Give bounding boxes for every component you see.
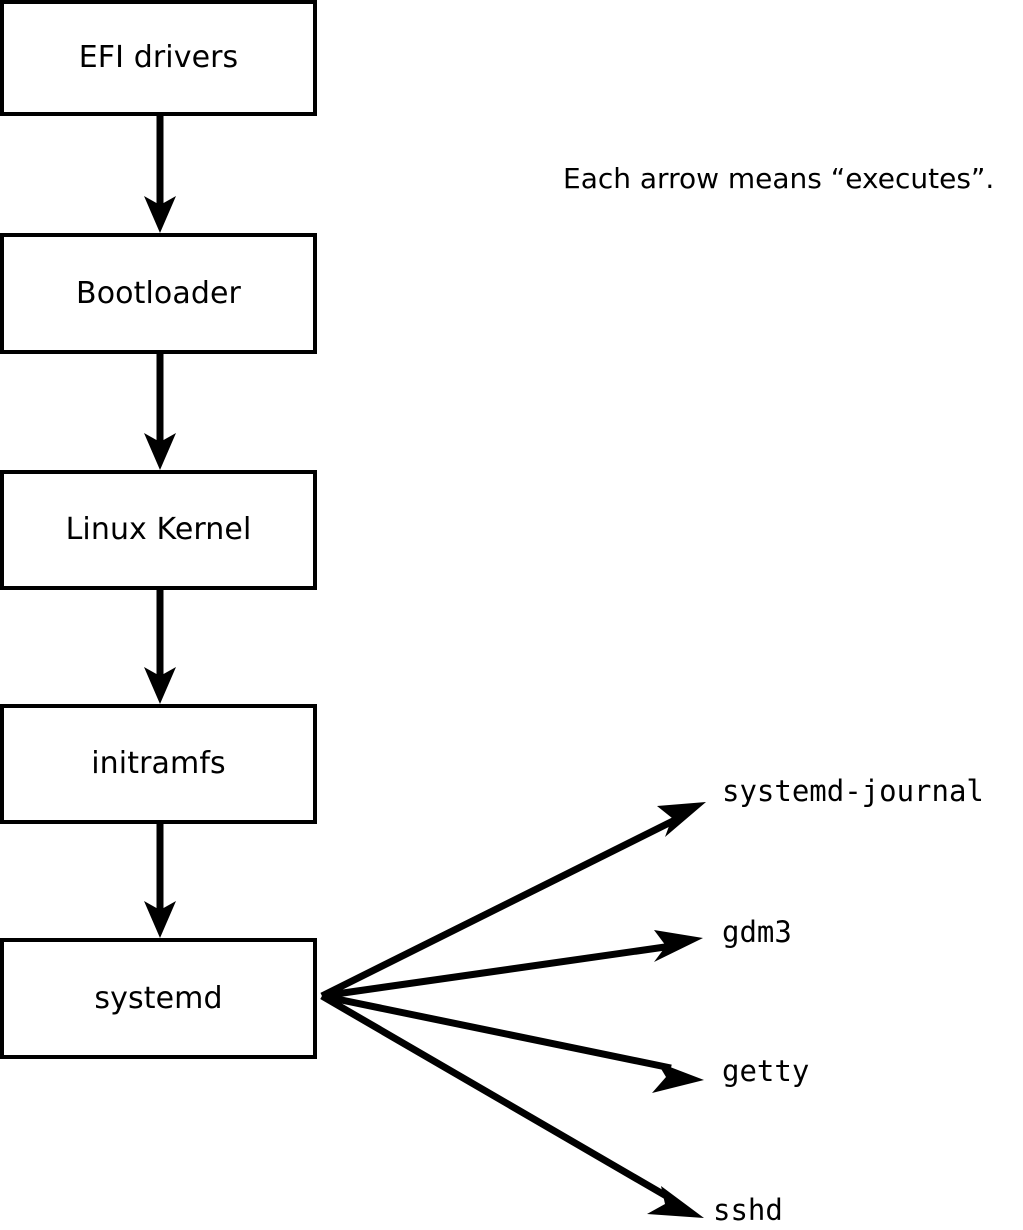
stage-box-initramfs[interactable]: initramfs <box>0 704 317 824</box>
arrow-systemd-to-getty <box>321 992 704 1093</box>
arrow-initramfs-to-systemd <box>144 824 176 938</box>
arrow-systemd-to-systemd-journal <box>320 802 706 1000</box>
stage-box-linux-kernel[interactable]: Linux Kernel <box>0 470 317 590</box>
arrow-systemd-to-gdm3 <box>321 930 703 1000</box>
stage-label-linux-kernel: Linux Kernel <box>65 512 252 547</box>
legend-note: Each arrow means “executes”. <box>563 162 995 195</box>
stage-label-bootloader: Bootloader <box>76 275 241 311</box>
arrow-bootloader-to-kernel <box>144 354 176 470</box>
service-label-sshd: sshd <box>713 1193 783 1227</box>
arrow-efi-to-bootloader <box>144 116 176 233</box>
stage-box-systemd[interactable]: systemd <box>0 938 317 1059</box>
stage-box-bootloader[interactable]: Bootloader <box>0 233 317 354</box>
service-label-systemd-journal: systemd-journal <box>722 774 984 808</box>
stage-label-systemd: systemd <box>94 980 223 1016</box>
chain-arrow-group <box>144 116 176 938</box>
service-label-gdm3: gdm3 <box>722 915 792 949</box>
service-arrow-group <box>320 802 706 1218</box>
service-label-getty: getty <box>722 1054 810 1088</box>
arrow-systemd-to-sshd <box>320 992 704 1218</box>
stage-box-efi-drivers[interactable]: EFI drivers <box>0 0 317 116</box>
stage-label-initramfs: initramfs <box>91 746 226 781</box>
arrow-kernel-to-initramfs <box>144 590 176 704</box>
stage-label-efi-drivers: EFI drivers <box>78 40 239 75</box>
